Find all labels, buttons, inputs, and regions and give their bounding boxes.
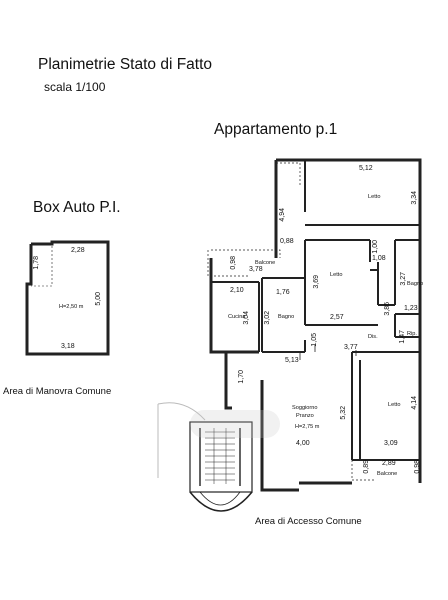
room-balcone-bottom: Balcone [377, 471, 398, 477]
box-dim-318: 3,18 [61, 343, 75, 350]
box-caption: Area di Manovra Comune [3, 386, 112, 397]
dim-377: 3,77 [344, 344, 358, 351]
room-letto-mid: Letto [330, 272, 343, 278]
dim-176: 1,76 [276, 289, 290, 296]
door-ticks [299, 345, 357, 360]
box-height-label: H=2,50 m [59, 304, 84, 310]
dim-089: 0,89 [363, 460, 370, 474]
box-dim-500: 5,00 [95, 292, 102, 306]
dim-304: 3,04 [243, 311, 250, 325]
staircase [157, 402, 253, 512]
room-pranzo: Pranzo [296, 413, 314, 419]
room-bagno-right: Bagno [407, 281, 424, 287]
dim-327: 3,27 [400, 272, 407, 286]
room-balcone-top: Balcone [255, 260, 276, 266]
dim-108: 1,08 [372, 255, 386, 262]
apartment-outer-walls [209, 158, 422, 492]
dim-100: 1,00 [372, 240, 379, 254]
scale-label: scala 1/100 [44, 80, 106, 94]
dim-512: 5,12 [359, 165, 373, 172]
room-letto-top: Letto [368, 194, 381, 200]
dim-257: 2,57 [330, 314, 344, 321]
apartment-caption: Area di Accesso Comune [255, 516, 362, 527]
dim-378: 3,78 [249, 266, 263, 273]
top-balcony [207, 162, 301, 277]
room-dis: Dis. [368, 334, 378, 340]
dim-334: 3,34 [411, 191, 418, 205]
page-title: Planimetrie Stato di Fatto [38, 56, 213, 73]
interior-walls [211, 160, 420, 461]
dim-289: 2,89 [382, 460, 396, 467]
dim-098: 0,98 [230, 256, 237, 270]
dim-309: 3,09 [384, 440, 398, 447]
dim-532: 5,32 [340, 406, 347, 420]
dim-494: 4,94 [279, 208, 286, 222]
dim-414: 4,14 [411, 396, 418, 410]
room-letto-bottom: Letto [388, 402, 401, 408]
dim-369: 3,69 [313, 275, 320, 289]
dim-210: 2,10 [230, 287, 244, 294]
room-cucina: Cucina [228, 314, 246, 320]
dim-105: 1,05 [311, 333, 318, 347]
dim-386: 3,86 [384, 302, 391, 316]
dim-302: 3,02 [264, 311, 271, 325]
apartment-heading: Appartamento p.1 [214, 121, 338, 138]
bottom-balcony [351, 460, 375, 481]
dim-098b: 0,98 [414, 460, 421, 474]
room-soggiorno: Soggiorno [292, 405, 318, 411]
box-heading: Box Auto P.I. [33, 199, 121, 216]
box-dim-178: 1,78 [33, 256, 40, 270]
box-dim-228: 2,28 [71, 247, 85, 254]
dim-170: 1,70 [238, 370, 245, 384]
room-soggiorno-height: H=2,75 m [295, 424, 320, 430]
dim-513: 5,13 [285, 357, 299, 364]
box-auto-outline [25, 240, 110, 356]
dim-400: 4,00 [296, 440, 310, 447]
room-bagno-mid: Bagno [278, 314, 295, 320]
dim-088: 0,88 [280, 238, 294, 245]
room-rip: Rip. [407, 331, 417, 337]
watermark [190, 410, 280, 438]
dim-123: 1,23 [404, 305, 418, 312]
dim-147: 1,47 [399, 330, 406, 344]
